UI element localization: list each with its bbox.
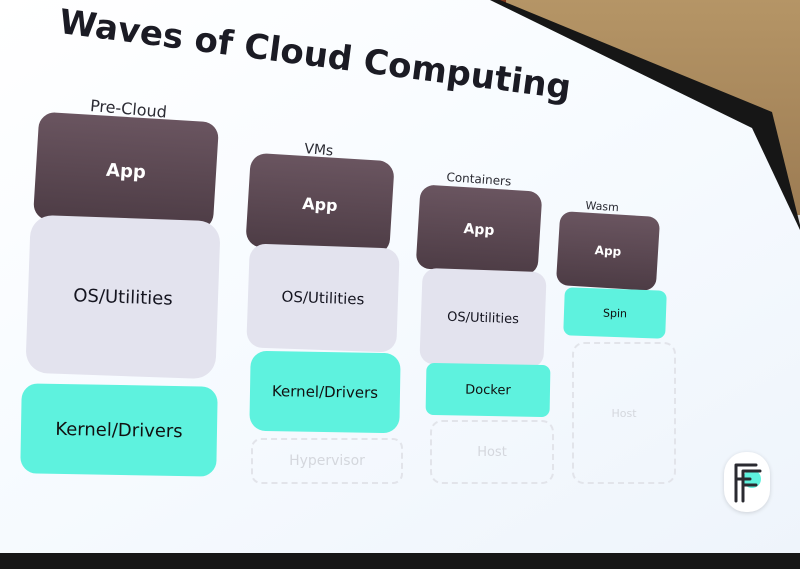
layer-os-utilities-vms: OS/Utilities bbox=[246, 243, 400, 353]
slide-title: Waves of Cloud Computing bbox=[56, 2, 574, 109]
layer-kernel-drivers-vms: Kernel/Drivers bbox=[249, 350, 401, 434]
fermyon-logo-icon bbox=[724, 452, 770, 512]
layer-host-wasm: Host bbox=[572, 342, 676, 484]
layer-docker-containers: Docker bbox=[425, 362, 551, 418]
layer-app-wasm: App bbox=[555, 211, 661, 291]
layer-app-pre-cloud: App bbox=[32, 111, 220, 231]
layer-host-containers: Host bbox=[430, 420, 554, 484]
layer-hypervisor-vms: Hypervisor bbox=[251, 438, 403, 484]
layer-spin-wasm: Spin bbox=[563, 287, 667, 339]
layer-os-utilities-containers: OS/Utilities bbox=[419, 267, 547, 369]
layer-os-utilities-pre-cloud: OS/Utilities bbox=[25, 214, 221, 380]
layer-kernel-drivers-pre-cloud: Kernel/Drivers bbox=[20, 383, 218, 477]
layer-app-vms: App bbox=[245, 152, 395, 256]
layer-app-containers: App bbox=[415, 184, 543, 276]
